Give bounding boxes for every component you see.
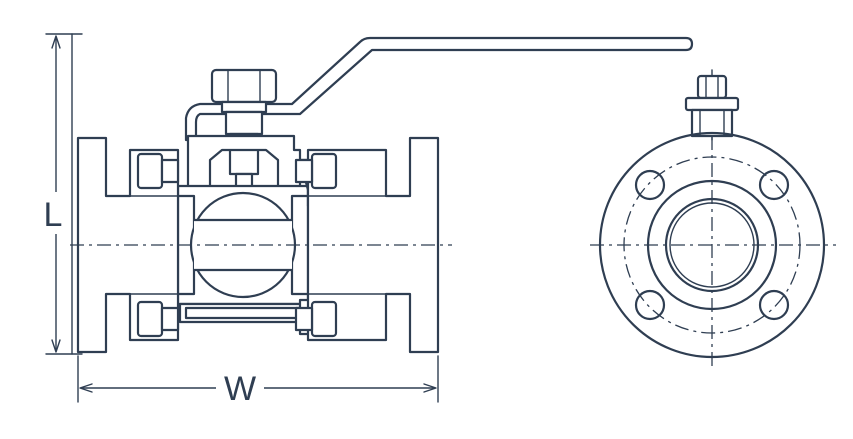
bolt-hole xyxy=(758,169,790,201)
height-label: L xyxy=(44,196,63,234)
bolt-hole xyxy=(634,169,666,201)
valve-end-view xyxy=(590,69,836,366)
width-label: W xyxy=(224,370,256,408)
width-dimension: W xyxy=(77,355,439,408)
bolt-hole xyxy=(758,289,790,321)
stem-nut xyxy=(210,68,278,114)
end-view-stem-nut xyxy=(684,69,740,141)
body-bolts xyxy=(136,152,338,338)
height-dimension: L xyxy=(38,33,83,355)
valve-side-view xyxy=(70,36,694,354)
bolt-hole xyxy=(634,289,666,321)
lever-handle xyxy=(184,36,694,142)
